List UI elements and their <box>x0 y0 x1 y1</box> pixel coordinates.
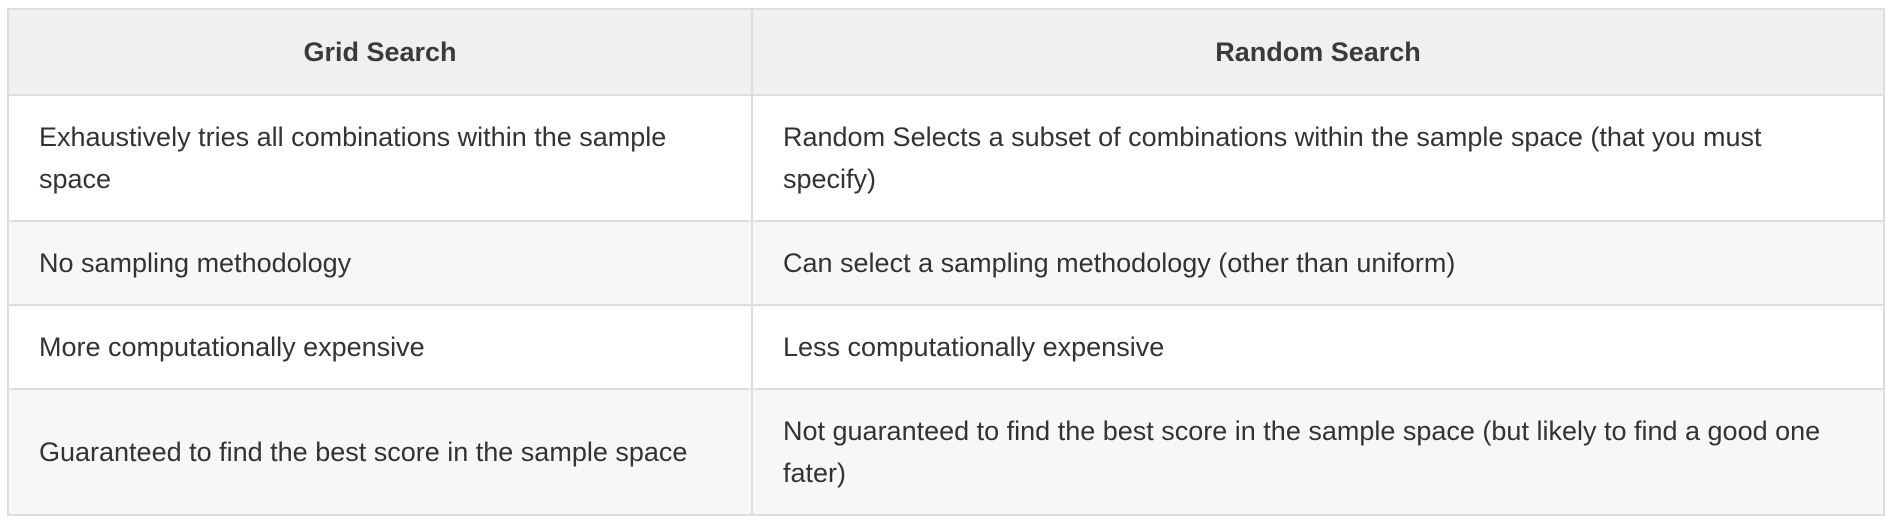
table-cell: Random Selects a subset of combinations … <box>752 95 1883 222</box>
table-cell: Guaranteed to find the best score in the… <box>9 389 753 514</box>
table-body: Exhaustively tries all combinations with… <box>9 95 1883 514</box>
table-cell: Not guaranteed to find the best score in… <box>752 389 1883 514</box>
column-header-grid-search: Grid Search <box>9 10 753 96</box>
table-row: Exhaustively tries all combinations with… <box>9 95 1883 222</box>
column-header-random-search: Random Search <box>752 10 1883 96</box>
comparison-table: Grid Search Random Search Exhaustively t… <box>7 8 1885 516</box>
table-cell: Exhaustively tries all combinations with… <box>9 95 753 222</box>
table-header: Grid Search Random Search <box>9 10 1883 96</box>
table-row: Guaranteed to find the best score in the… <box>9 389 1883 514</box>
table-row: No sampling methodology Can select a sam… <box>9 221 1883 306</box>
table-cell: No sampling methodology <box>9 221 753 306</box>
table-cell: Less computationally expensive <box>752 305 1883 390</box>
header-row: Grid Search Random Search <box>9 10 1883 96</box>
comparison-table-grid: Grid Search Random Search Exhaustively t… <box>9 10 1883 514</box>
table-cell: More computationally expensive <box>9 305 753 390</box>
table-cell: Can select a sampling methodology (other… <box>752 221 1883 306</box>
table-row: More computationally expensive Less comp… <box>9 305 1883 390</box>
